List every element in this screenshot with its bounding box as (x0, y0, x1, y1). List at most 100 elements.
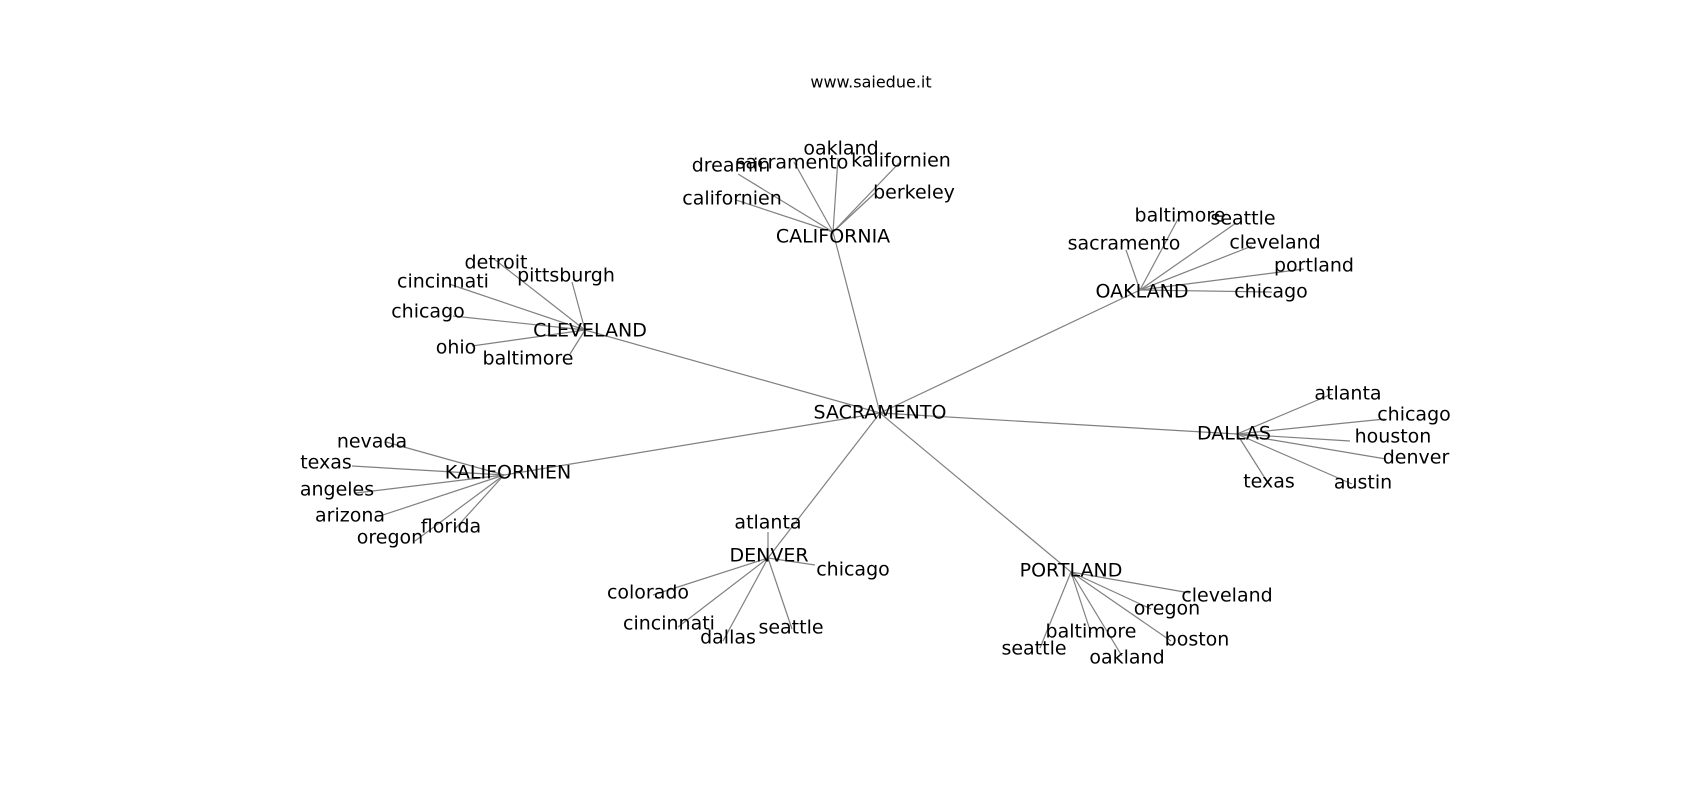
edge-portland-oakland (1070, 571, 1123, 657)
edge-denver-chicago (767, 557, 816, 566)
edge-denver-colorado (652, 557, 769, 596)
leaf-node-dallas-austin: austin (1334, 472, 1392, 494)
leaf-node-kalifornien-texas: texas (300, 452, 352, 474)
leaf-node-cleveland-chicago: chicago (391, 301, 465, 323)
edge-dallas-texas (1236, 433, 1269, 484)
center-node-sacramento: SACRAMENTO (814, 402, 947, 424)
edge-center-kalifornien (503, 412, 881, 476)
leaf-node-cleveland-baltimore: baltimore (483, 348, 574, 370)
leaf-node-oakland-cleveland: cleveland (1229, 232, 1320, 254)
leaf-node-oakland-baltimore: baltimore (1135, 205, 1226, 227)
edge-kalifornien-arizona (379, 474, 505, 517)
edge-kalifornien-angeles (355, 474, 505, 494)
edge-center-portland (879, 412, 1072, 573)
edge-california-oakland (832, 157, 839, 233)
labels-layer: dreaminsacramentooaklandkalifornienberke… (300, 138, 1451, 669)
edge-portland-baltimore (1070, 571, 1092, 634)
edge-cleveland-chicago (452, 315, 586, 331)
leaf-node-denver-atlanta: atlanta (734, 512, 801, 534)
hub-node-cleveland: CLEVELAND (533, 320, 647, 342)
edge-kalifornien-florida (454, 474, 505, 530)
leaf-node-cleveland-pittsburgh: pittsburgh (517, 265, 615, 287)
edge-cleveland-ohio (471, 329, 586, 347)
leaf-node-california-californien: californien (682, 188, 782, 210)
leaf-node-california-berkeley: berkeley (873, 182, 955, 204)
leaf-node-portland-seattle: seattle (1001, 638, 1066, 660)
edge-portland-cleveland (1070, 571, 1191, 594)
hub-node-portland: PORTLAND (1020, 560, 1123, 582)
edge-cleveland-baltimore (569, 329, 586, 355)
edge-denver-dallas (722, 557, 769, 642)
hub-node-california: CALIFORNIA (776, 226, 890, 248)
edge-portland-oregon (1070, 571, 1152, 610)
edge-dallas-denver (1236, 433, 1387, 460)
edge-denver-seattle (767, 557, 793, 630)
leaf-node-denver-chicago: chicago (816, 559, 890, 581)
edge-oakland-baltimore (1139, 218, 1179, 291)
leaf-node-kalifornien-oregon: oregon (357, 527, 423, 549)
edge-center-denver (767, 412, 881, 559)
edge-california-kalifornien (832, 162, 900, 233)
edge-portland-seattle (1039, 571, 1072, 649)
edge-california-dreamin (737, 173, 834, 233)
leaf-node-cleveland-detroit: detroit (465, 252, 528, 274)
leaf-node-kalifornien-arizona: arizona (315, 505, 385, 527)
edge-dallas-houston (1236, 433, 1351, 442)
edge-oakland-chicago (1139, 289, 1273, 293)
leaf-node-portland-cleveland: cleveland (1181, 585, 1272, 607)
leaf-node-kalifornien-florida: florida (421, 516, 481, 538)
hub-node-dallas: DALLAS (1197, 423, 1271, 445)
leaf-node-cleveland-ohio: ohio (436, 337, 477, 359)
leaf-node-dallas-atlanta: atlanta (1314, 383, 1381, 405)
leaf-node-denver-cincinnati: cincinnati (623, 613, 715, 635)
leaf-node-dallas-chicago: chicago (1377, 404, 1451, 426)
diagram-title: www.saiedue.it (810, 73, 931, 92)
leaf-node-cleveland-cincinnati: cincinnati (397, 271, 489, 293)
edges-layer (351, 157, 1387, 657)
leaf-node-oakland-chicago: chicago (1234, 281, 1308, 303)
edge-oakland-portland (1139, 268, 1305, 291)
edge-oakland-sacramento (1125, 249, 1141, 291)
hub-node-denver: DENVER (729, 545, 808, 567)
edge-kalifornien-oregon (414, 474, 505, 542)
leaf-node-portland-boston: boston (1165, 629, 1230, 651)
edge-cleveland-pittsburgh (571, 281, 586, 331)
leaf-node-portland-oregon: oregon (1134, 598, 1200, 620)
leaf-node-kalifornien-nevada: nevada (337, 431, 407, 453)
edge-dallas-austin (1236, 433, 1353, 485)
edge-kalifornien-nevada (385, 441, 505, 476)
edge-center-california (832, 231, 881, 414)
leaf-node-dallas-houston: houston (1355, 426, 1432, 448)
edge-dallas-chicago (1236, 418, 1386, 435)
edge-center-oakland (879, 289, 1141, 414)
leaf-node-kalifornien-angeles: angeles (300, 479, 374, 501)
edge-california-sacramento (793, 161, 834, 233)
edge-portland-boston (1070, 571, 1172, 642)
edge-denver-cincinnati (677, 557, 769, 628)
edge-oakland-cleveland (1139, 245, 1253, 291)
edge-california-berkeley (832, 192, 876, 233)
leaf-node-california-kalifornien: kalifornien (851, 150, 951, 172)
hub-node-kalifornien: KALIFORNIEN (445, 462, 571, 484)
leaf-node-oakland-sacramento: sacramento (1068, 233, 1181, 255)
edge-center-dallas (879, 412, 1238, 435)
leaf-node-dallas-denver: denver (1383, 447, 1450, 469)
leaf-node-denver-colorado: colorado (607, 582, 689, 604)
leaf-node-denver-dallas: dallas (700, 627, 756, 649)
leaf-node-denver-seattle: seattle (758, 617, 823, 639)
edge-center-cleveland (584, 329, 881, 414)
hub-node-oakland: OAKLAND (1096, 281, 1189, 303)
edge-kalifornien-texas (351, 465, 505, 476)
edge-cleveland-detroit (493, 258, 586, 331)
edge-dallas-atlanta (1236, 393, 1333, 435)
leaf-node-california-dreamin: dreamin (692, 155, 771, 177)
edge-california-californien (735, 199, 834, 233)
edge-oakland-seattle (1139, 222, 1237, 291)
edge-cleveland-cincinnati (448, 283, 586, 331)
leaf-node-california-sacramento: sacramento (736, 152, 849, 174)
leaf-node-portland-oakland: oakland (1089, 647, 1164, 669)
leaf-node-portland-baltimore: baltimore (1046, 621, 1137, 643)
leaf-node-california-oakland: oakland (803, 138, 878, 160)
leaf-node-dallas-texas: texas (1243, 471, 1295, 493)
